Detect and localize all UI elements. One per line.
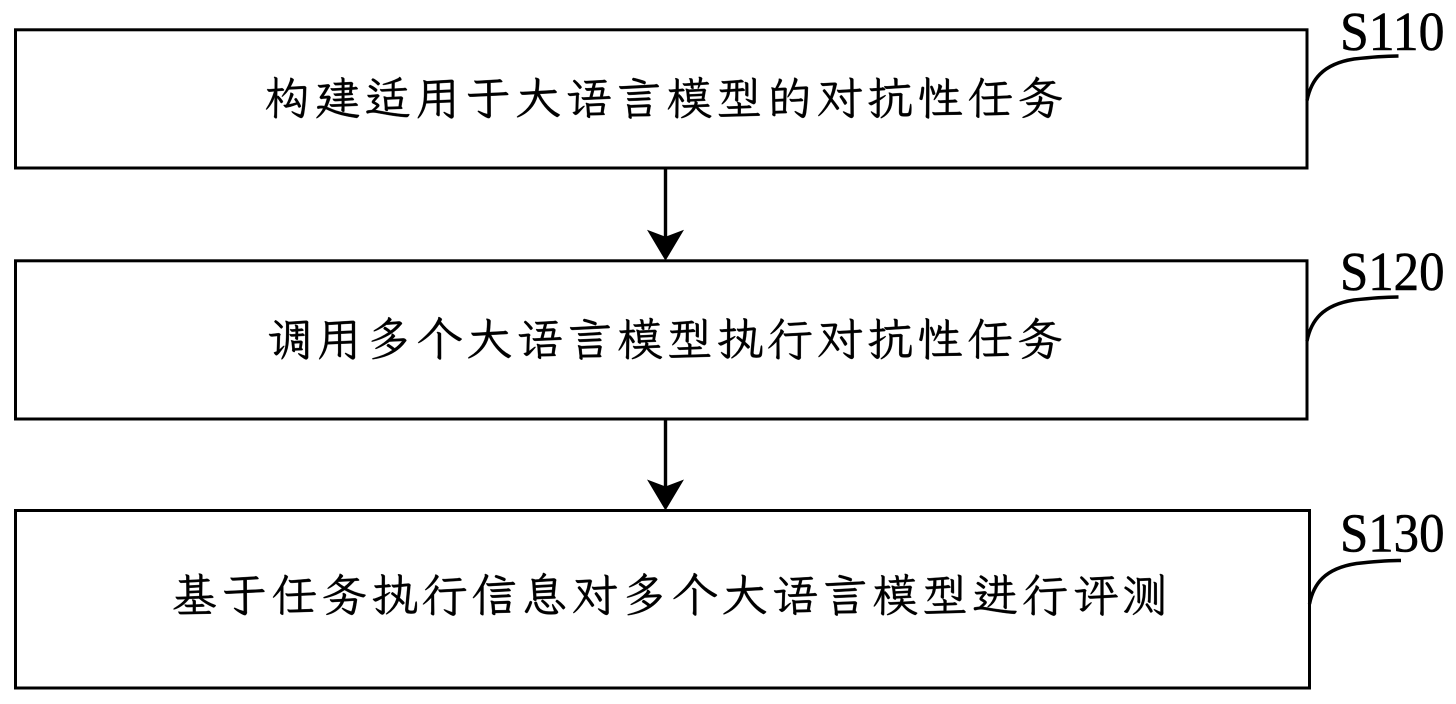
- svg-text:S130: S130: [1340, 503, 1445, 564]
- svg-text:S120: S120: [1340, 241, 1445, 302]
- svg-text:S110: S110: [1340, 1, 1445, 62]
